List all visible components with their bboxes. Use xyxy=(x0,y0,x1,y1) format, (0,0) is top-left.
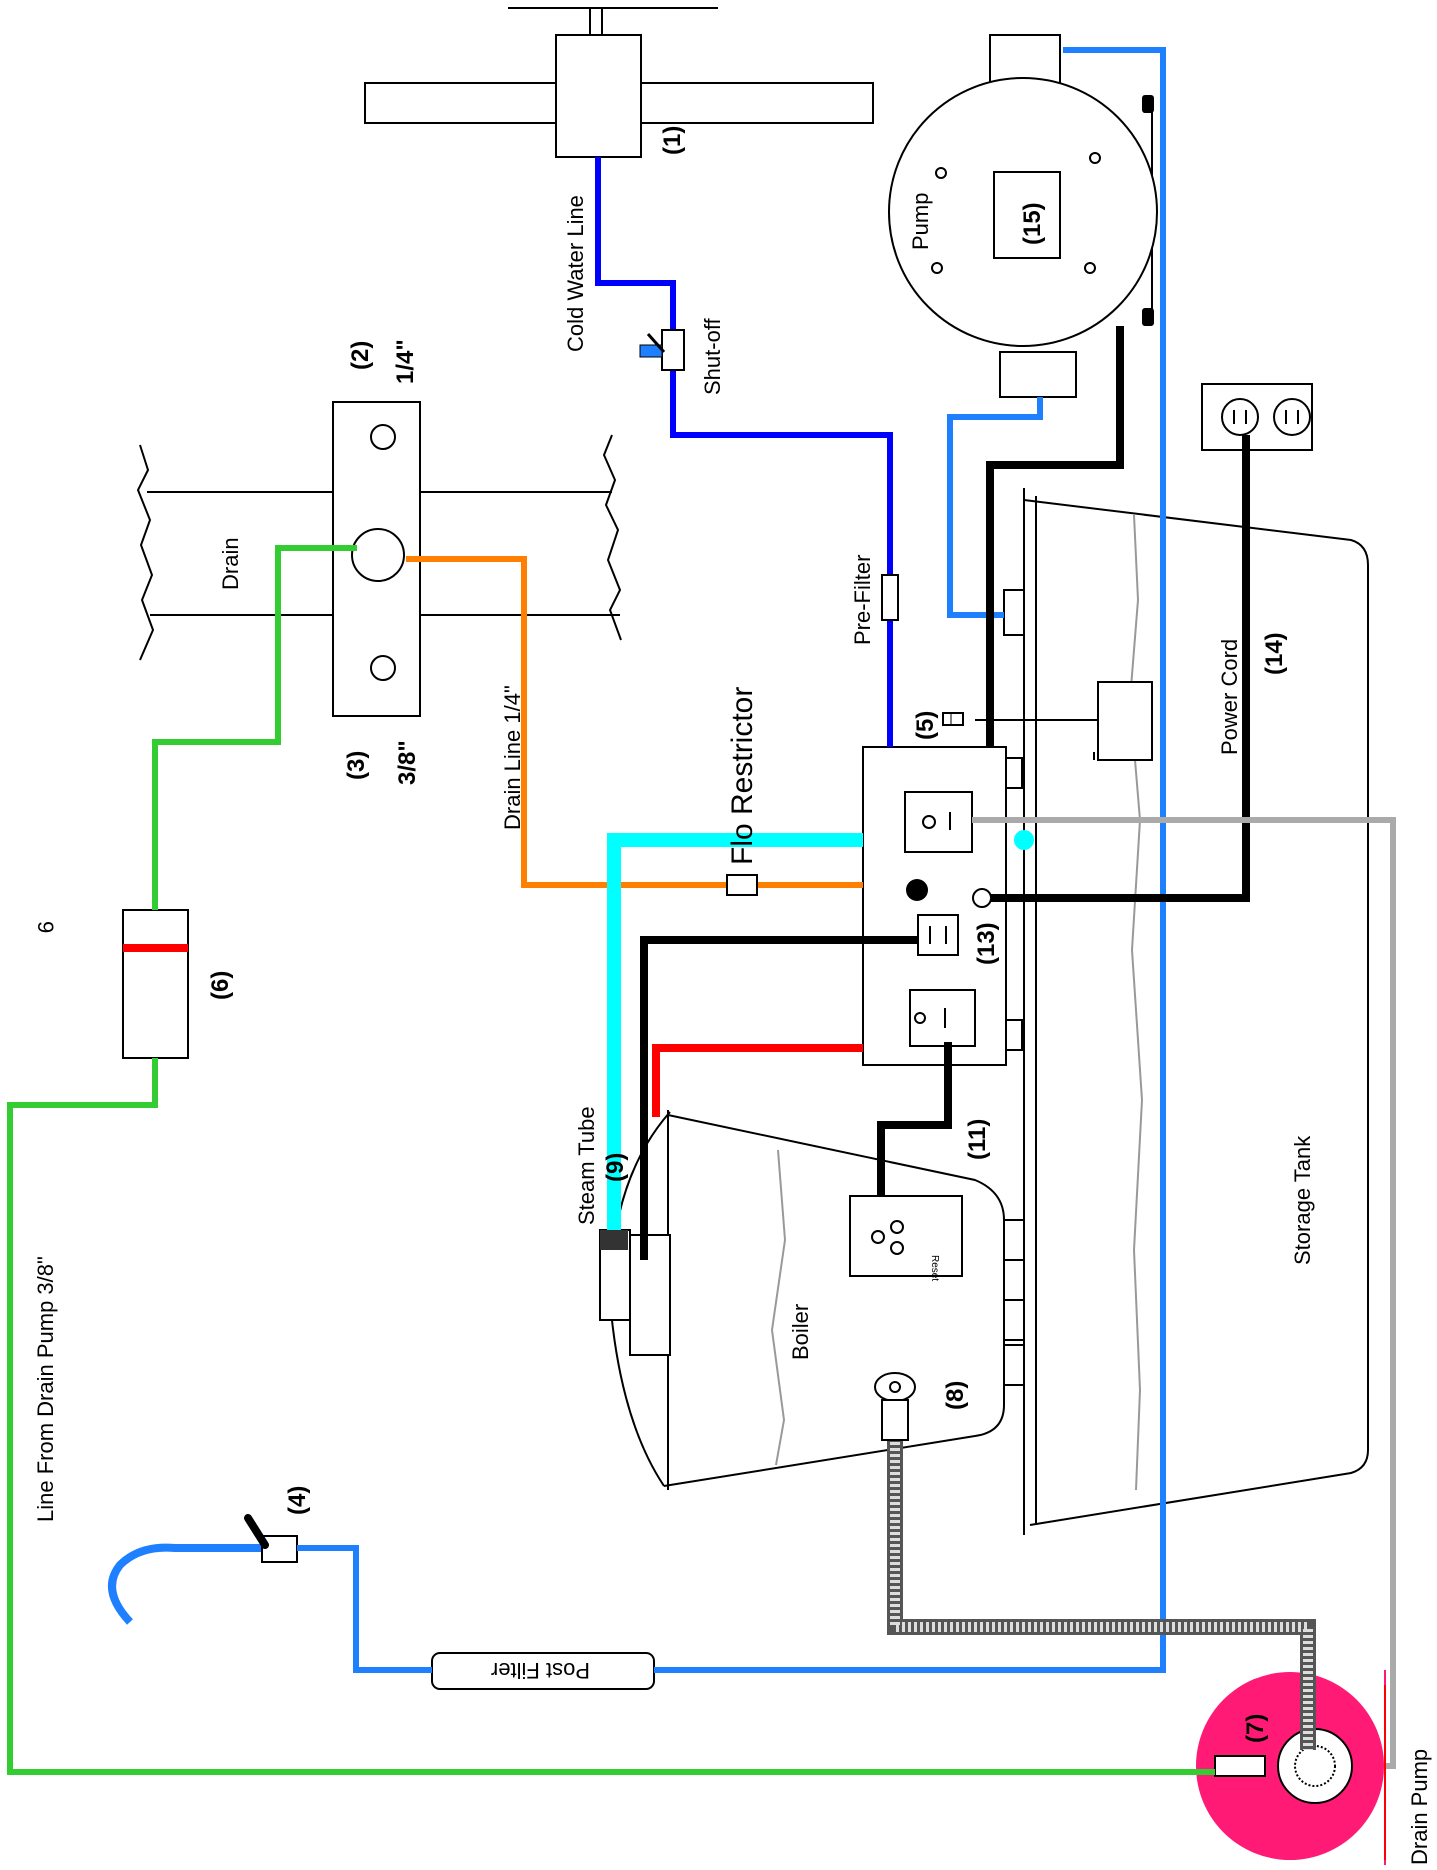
steam-tube xyxy=(607,833,863,1230)
label-line-from-drain-pump: Line From Drain Pump 3/8" xyxy=(33,1256,58,1522)
label-storage-tank: Storage Tank xyxy=(1290,1135,1315,1265)
drain-line xyxy=(406,556,863,888)
label-3-size: 3/8" xyxy=(394,740,421,785)
drain-filter xyxy=(122,909,189,1059)
label-15: (15) xyxy=(1019,202,1046,245)
label-2-size: 1/4" xyxy=(392,339,419,384)
label-14: (14) xyxy=(1261,632,1288,675)
label-shut-off: Shut-off xyxy=(700,317,725,395)
label-5: (5) xyxy=(912,711,939,740)
label-cold-water-line: Cold Water Line xyxy=(563,195,588,352)
pump-power-line xyxy=(986,326,1124,747)
steam-tube-cap xyxy=(600,1230,628,1250)
wall-outlet xyxy=(1201,383,1313,451)
label-pre-filter: Pre-Filter xyxy=(850,555,875,645)
label-flo-restrictor: Flo Restrictor xyxy=(726,687,759,865)
flo-restrictor xyxy=(726,874,758,896)
pure-water-line xyxy=(654,47,1166,1673)
boiler-power-line xyxy=(640,936,918,1260)
pre-filter xyxy=(881,574,899,621)
steam-port xyxy=(1014,830,1034,850)
pure-water-line-faucet xyxy=(297,1545,432,1673)
label-drain: Drain xyxy=(218,537,243,590)
gray-line xyxy=(972,817,1396,1769)
label-8: (8) xyxy=(942,1381,969,1410)
label-steam-tube: Steam Tube xyxy=(574,1106,599,1225)
faucet xyxy=(108,1514,298,1625)
pure-water-line-pump xyxy=(947,397,1043,618)
label-4: (4) xyxy=(284,1486,311,1515)
drain-pump-line xyxy=(152,545,357,910)
label-13: (13) xyxy=(973,922,1000,965)
label-11: (11) xyxy=(964,1119,991,1160)
storage-tank xyxy=(975,488,1369,1535)
label-9: (9) xyxy=(602,1153,629,1182)
shut-off-valve[interactable] xyxy=(639,329,685,371)
label-pump: Pump xyxy=(908,193,933,250)
cold-water-line xyxy=(595,157,893,747)
label-drain-line: Drain Line 1/4" xyxy=(500,685,525,830)
label-stray-9: 9 xyxy=(33,921,58,933)
drain-pump xyxy=(1196,1670,1386,1865)
boiler-drain-fitting xyxy=(881,1399,909,1441)
hot-line xyxy=(652,1044,863,1117)
label-post-filter: Post Filter xyxy=(491,1658,590,1683)
label-2: (2) xyxy=(347,341,374,370)
boiler-drain-hose-inner xyxy=(890,1400,1313,1750)
boiler xyxy=(599,1110,1025,1490)
label-boiler: Boiler xyxy=(788,1304,813,1360)
drain-pump-line-lower xyxy=(7,1058,1215,1775)
label-6: (6) xyxy=(207,971,234,1000)
label-power-cord: Power Cord xyxy=(1217,639,1242,755)
label-3: (3) xyxy=(343,751,370,780)
control-box xyxy=(862,712,1023,1066)
pump xyxy=(888,34,1158,398)
label-drain-pump: Drain Pump xyxy=(1407,1749,1432,1865)
label-7: (7) xyxy=(1242,1714,1269,1743)
drain-pipe xyxy=(136,401,622,717)
power-cord-line xyxy=(991,435,1250,902)
supply-pipe xyxy=(364,7,874,158)
label-1: (1) xyxy=(659,126,686,155)
label-reset: Reset xyxy=(929,1255,940,1281)
reset-power-line xyxy=(877,1042,952,1196)
